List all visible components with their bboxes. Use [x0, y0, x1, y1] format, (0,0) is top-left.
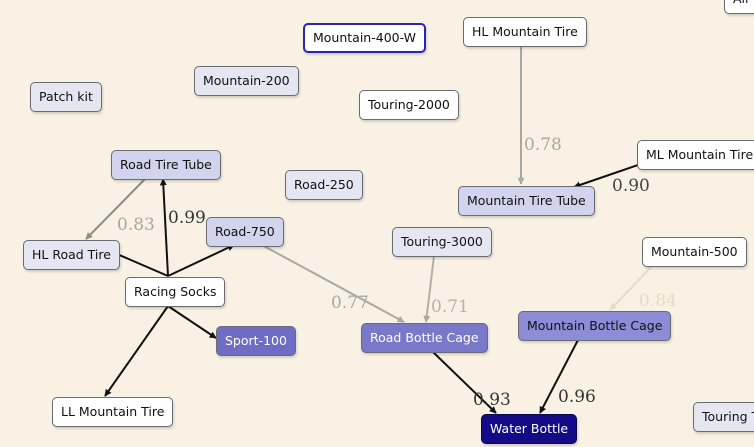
- edge-mountain-bottle-cage-to-water-bottle: [539, 339, 579, 414]
- node-mountain-bottle-cage[interactable]: Mountain Bottle Cage: [518, 311, 672, 341]
- node-mountain-tire-tube[interactable]: Mountain Tire Tube: [458, 186, 595, 216]
- edge-label-road-bottle-cage-water-bottle: 0.93: [473, 390, 511, 410]
- edge-racing-socks-to-ll-mountain-tire: [104, 305, 169, 397]
- edge-racing-socks-to-road-750: [167, 244, 235, 277]
- node-road-750[interactable]: Road-750: [206, 217, 284, 247]
- node-touring-t[interactable]: Touring T: [693, 402, 754, 432]
- edge-label-road-750-road-bottle-cage: 0.77: [331, 293, 369, 313]
- node-road-250[interactable]: Road-250: [285, 170, 363, 200]
- node-mountain-500[interactable]: Mountain-500: [642, 237, 747, 267]
- edge-racing-socks-to-sport-100: [167, 305, 217, 339]
- node-touring-3000[interactable]: Touring-3000: [392, 227, 492, 257]
- node-road-bottle-cage[interactable]: Road Bottle Cage: [361, 323, 488, 353]
- edge-road-750-to-road-bottle-cage: [261, 244, 405, 323]
- edge-label-mountain-500-mountain-bottle-cage: 0.84: [639, 291, 677, 311]
- node-ml-mountain-tire[interactable]: ML Mountain Tire: [637, 140, 754, 170]
- edge-label-road-tire-tube-hl-road-tire: 0.83: [117, 215, 155, 235]
- node-ll-mountain-tire[interactable]: LL Mountain Tire: [52, 397, 174, 427]
- edge-ml-mountain-tire-to-mountain-tire-tube: [573, 164, 639, 189]
- node-mountain-200[interactable]: Mountain-200: [194, 66, 299, 96]
- node-touring-2000[interactable]: Touring-2000: [359, 90, 459, 120]
- node-all-partial[interactable]: All: [724, 0, 754, 14]
- edge-road-bottle-cage-to-water-bottle: [432, 351, 497, 414]
- edge-touring-3000-to-road-bottle-cage: [423, 255, 435, 323]
- node-hl-road-tire[interactable]: HL Road Tire: [23, 240, 120, 270]
- edge-racing-socks-to-road-tire-tube: [159, 178, 169, 277]
- edge-mountain-500-to-mountain-bottle-cage: [609, 265, 653, 311]
- edge-label-touring-3000-road-bottle-cage: 0.71: [431, 297, 469, 317]
- edge-label-mountain-bottle-cage-water-bottle: 0.96: [558, 387, 596, 407]
- node-patch-kit[interactable]: Patch kit: [30, 82, 102, 112]
- edge-road-tire-tube-to-hl-road-tire: [85, 178, 146, 240]
- node-hl-mountain-tire[interactable]: HL Mountain Tire: [463, 17, 587, 47]
- edge-label-racing-socks-road-tire-tube: 0.99: [168, 208, 206, 228]
- node-sport-100[interactable]: Sport-100: [216, 326, 296, 356]
- node-racing-socks[interactable]: Racing Socks: [125, 277, 226, 307]
- node-water-bottle[interactable]: Water Bottle: [481, 414, 578, 444]
- edge-label-ml-mountain-tire-tube: 0.90: [612, 176, 650, 196]
- node-mountain-400-w[interactable]: Mountain-400-W: [303, 23, 426, 53]
- edge-label-hl-mountain-tire-tube: 0.78: [524, 135, 562, 155]
- node-road-tire-tube[interactable]: Road Tire Tube: [111, 150, 221, 180]
